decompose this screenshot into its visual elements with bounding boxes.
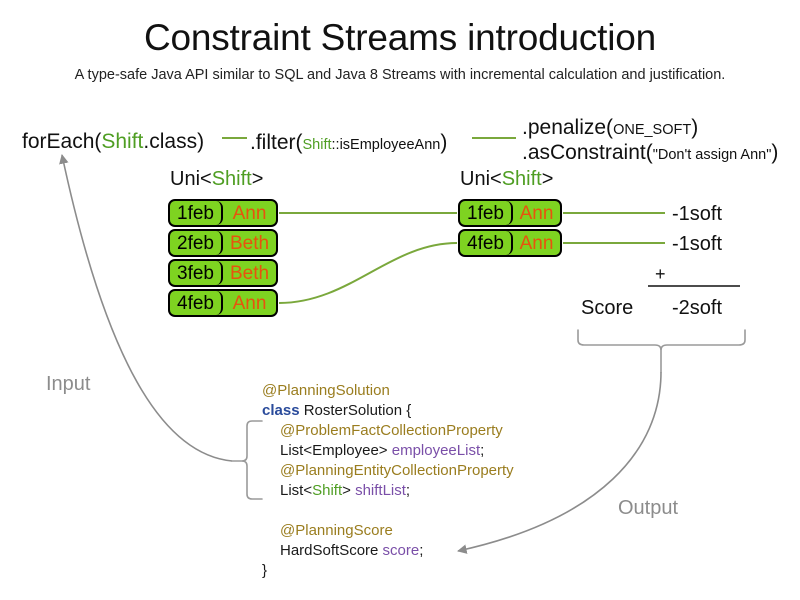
uni-label-left: Uni<Shift> <box>170 167 263 191</box>
code-shift-type: Shift <box>312 482 343 499</box>
uni-right-prefix: Uni< <box>460 168 502 190</box>
code-annotation-planningscore: @PlanningScore <box>280 522 393 539</box>
code-score-semi: ; <box>419 542 424 559</box>
uni-left-type: Shift <box>211 168 252 190</box>
page-title: Constraint Streams introduction <box>143 17 657 58</box>
page-subtitle: A type-safe Java API similar to SQL and … <box>74 67 726 83</box>
filter-call: .filter( <box>250 131 303 154</box>
tuple-date: 2feb <box>170 231 223 255</box>
tuple-date: 1feb <box>460 201 513 225</box>
score-brace <box>577 329 746 373</box>
tuple-row[interactable]: 4feb Ann <box>168 289 278 317</box>
asconstraint-call: .asConstraint( <box>522 141 653 164</box>
foreach-tail: .class) <box>143 130 205 153</box>
uni-label-right: Uni<Shift> <box>460 167 553 191</box>
penalty-label: -1soft <box>672 233 723 255</box>
tuple-employee: Beth <box>229 262 270 284</box>
tuple-employee: Ann <box>519 232 554 254</box>
tuple-date: 3feb <box>170 261 223 285</box>
tuple-employee: Ann <box>232 202 267 224</box>
output-label: Output <box>618 497 679 519</box>
code-annotation-planningentity: @PlanningEntityCollectionProperty <box>280 462 514 479</box>
tuple-row[interactable]: 1feb Ann <box>458 199 562 227</box>
penalty-label: -1soft <box>672 203 723 225</box>
tuple-date: 1feb <box>170 201 223 225</box>
foreach-expression: forEach(Shift.class) <box>22 129 204 154</box>
uni-right-type: Shift <box>501 168 542 190</box>
code-shift-semi: ; <box>405 482 411 499</box>
tuple-row[interactable]: 1feb Ann <box>168 199 278 227</box>
tuple-row[interactable]: 3feb Beth <box>168 259 278 287</box>
input-flow-arrow <box>59 154 233 462</box>
asconstraint-tail: ) <box>771 141 779 164</box>
score-total-value: -2soft <box>672 297 723 319</box>
code-employee-field: employeeList <box>391 442 481 459</box>
code-employee-type: List<Employee> <box>280 442 392 459</box>
tuple-row[interactable]: 4feb Ann <box>458 229 562 257</box>
filter-arg-rest: ::isEmployeeAnn <box>331 137 441 153</box>
tuple-connectors <box>278 212 665 304</box>
score-label: Score <box>581 297 634 319</box>
asconstraint-arg: "Don't assign Ann" <box>652 147 772 163</box>
penalize-arg: ONE_SOFT <box>613 122 692 138</box>
penalize-call: .penalize( <box>522 116 614 139</box>
tuple-row[interactable]: 2feb Beth <box>168 229 278 257</box>
penalize-tail: ) <box>691 116 699 139</box>
code-score-type: HardSoftScore <box>280 542 383 559</box>
code-fields-brace <box>231 420 263 500</box>
filter-tail: ) <box>440 131 448 154</box>
uni-left-prefix: Uni< <box>170 168 212 190</box>
connector-row4-to-row2 <box>278 242 458 304</box>
tuple-employee: Ann <box>232 292 267 314</box>
penalize-expression: .penalize(ONE_SOFT) <box>522 115 698 143</box>
code-class-name: RosterSolution { <box>299 402 412 419</box>
tuple-date: 4feb <box>170 291 223 315</box>
code-keyword-class: class <box>262 402 300 419</box>
foreach-type: Shift <box>101 130 144 153</box>
code-shift-type-mid: > <box>342 482 356 499</box>
code-score-field: score <box>382 542 420 559</box>
score-plus-sign: + <box>655 264 666 284</box>
code-employee-semi: ; <box>480 442 485 459</box>
code-shift-type-pre: List< <box>280 482 313 499</box>
uni-left-suffix: > <box>251 168 264 190</box>
code-block: @PlanningSolution class RosterSolution {… <box>262 381 514 581</box>
tuple-employee: Beth <box>229 232 270 254</box>
filter-arg-type: Shift <box>302 137 332 153</box>
tuple-date: 4feb <box>460 231 513 255</box>
output-flow-arrow <box>457 371 662 554</box>
foreach-call: forEach( <box>22 130 102 153</box>
uni-right-suffix: > <box>541 168 554 190</box>
code-annotation-problemfact: @ProblemFactCollectionProperty <box>280 422 503 439</box>
filter-expression: .filter(Shift::isEmployeeAnn) <box>250 130 447 158</box>
asconstraint-expression: .asConstraint("Don't assign Ann") <box>522 140 778 168</box>
code-shift-field: shiftList <box>355 482 406 499</box>
code-annotation-planningsolution: @PlanningSolution <box>262 382 390 399</box>
input-label: Input <box>46 373 91 395</box>
tuple-employee: Ann <box>519 202 554 224</box>
code-close-brace: } <box>262 562 268 579</box>
